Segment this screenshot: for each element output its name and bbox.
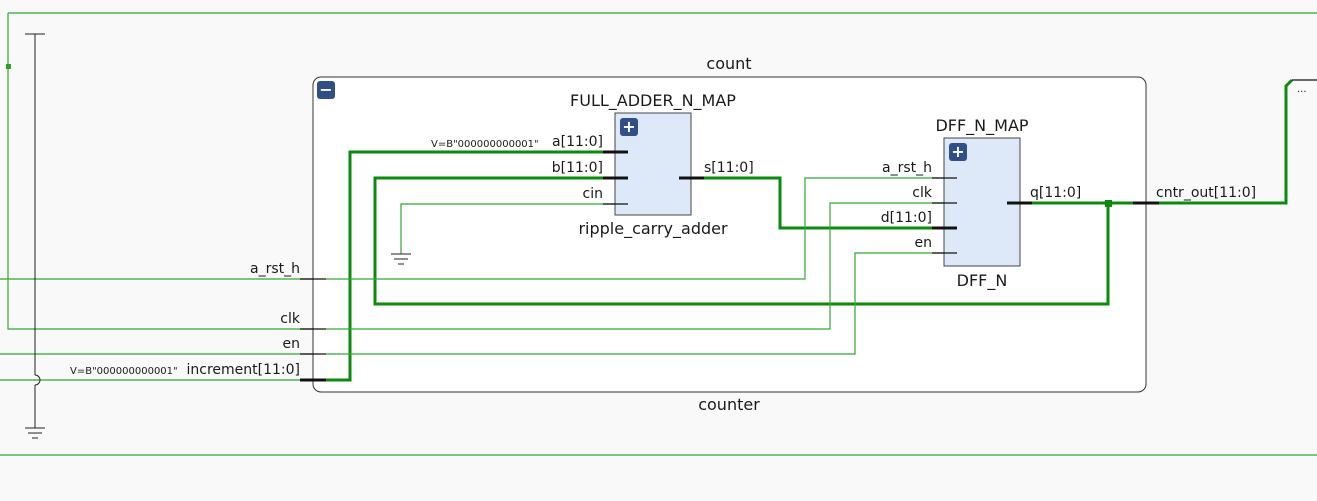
s-to-d-net[interactable] (692, 176, 944, 230)
dff-a-rst-h-label: a_rst_h (882, 160, 932, 176)
clk-input-net[interactable] (7, 13, 313, 330)
plus-icon: + (951, 142, 964, 161)
offscreen-ellipsis: ... (1297, 84, 1307, 95)
counter-module[interactable]: count counter − a_rst_h clk en increment… (187, 54, 1257, 414)
top-ground-symbol (25, 33, 45, 439)
cntr-out-port-label: cntr_out[11:0] (1156, 185, 1256, 201)
adder-a-label: a[11:0] (552, 134, 603, 150)
dff-block[interactable]: DFF_N_MAP DFF_N + a_rst_h clk d[11:0] en… (881, 116, 1082, 291)
counter-module-frame (312, 76, 1147, 393)
top-level-nets (0, 12, 1317, 456)
adder-b-label: b[11:0] (552, 160, 603, 176)
full-adder-block[interactable]: FULL_ADDER_N_MAP ripple_carry_adder + a[… (552, 91, 754, 239)
internal-nets (326, 150, 1133, 382)
dff-q-label: q[11:0] (1030, 185, 1081, 201)
en-port-label: en (283, 336, 301, 352)
increment-to-a-net[interactable] (326, 150, 615, 382)
cntr-out-net[interactable] (1159, 78, 1294, 205)
clk-to-dff-net[interactable] (326, 202, 944, 330)
a-rst-h-to-dff-net[interactable] (326, 177, 944, 280)
cin-ground-symbol (391, 253, 411, 265)
q-net-junction (1105, 200, 1112, 207)
increment-constant-label: V=B"000000000001" (70, 366, 178, 377)
counter-cell-name: counter (698, 395, 760, 414)
full-adder-cell-name: ripple_carry_adder (578, 219, 728, 239)
q-feedback-to-b-net[interactable] (373, 176, 1110, 306)
minus-icon: − (319, 80, 332, 99)
plus-icon: + (622, 117, 635, 136)
dff-en-label: en (915, 235, 933, 251)
full-adder-instance-name: FULL_ADDER_N_MAP (570, 91, 736, 111)
adder-cin-label: cin (583, 186, 603, 202)
cin-ground-net[interactable] (400, 203, 615, 254)
output-net: ... (1159, 78, 1317, 205)
collapse-module-button[interactable]: − (317, 80, 335, 99)
dff-instance-name: DFF_N_MAP (935, 116, 1028, 136)
expand-dff-button[interactable]: + (949, 142, 967, 161)
clk-port-label: clk (280, 311, 301, 327)
increment-port-label: increment[11:0] (187, 362, 301, 378)
adder-a-constant-label: V=B"000000000001" (431, 139, 539, 150)
counter-instance-name: count (706, 54, 751, 73)
dff-cell-name: DFF_N (957, 271, 1008, 291)
a-rst-h-port-label: a_rst_h (250, 261, 300, 277)
adder-s-label: s[11:0] (704, 160, 754, 176)
en-to-dff-net[interactable] (326, 252, 944, 355)
dff-clk-label: clk (912, 185, 933, 201)
net-junction (6, 64, 11, 69)
dff-d-label: d[11:0] (881, 210, 932, 226)
expand-adder-button[interactable]: + (620, 117, 638, 136)
